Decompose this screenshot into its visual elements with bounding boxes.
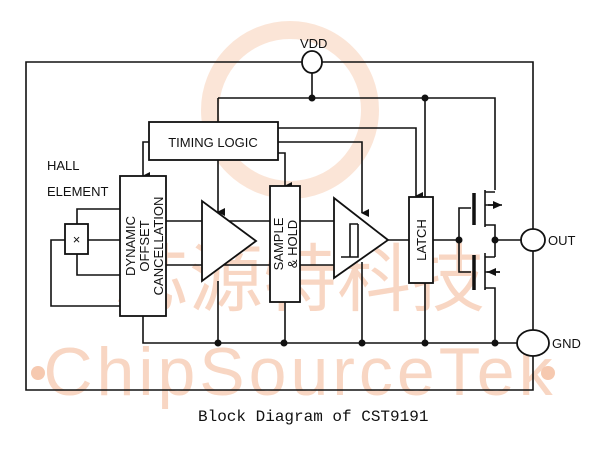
doc-label-1: DYNAMIC	[123, 216, 138, 276]
latch-block	[408, 196, 434, 284]
out-pin[interactable]	[520, 228, 546, 252]
hall-symbol: ×	[73, 232, 81, 247]
diagram-caption: Block Diagram of CST9191	[198, 408, 428, 426]
timing-to-latch	[278, 127, 423, 200]
timing-to-sh	[278, 152, 292, 190]
vdd-bus	[217, 73, 496, 197]
out-label: OUT	[548, 233, 576, 248]
sh-label-2: & HOLD	[285, 220, 300, 268]
amplifier	[201, 199, 258, 283]
gnd-pin[interactable]	[516, 329, 550, 357]
gnd-label: GND	[552, 336, 581, 351]
latch-label: LATCH	[414, 219, 429, 261]
timing-to-doc	[142, 141, 150, 180]
output-stage	[455, 190, 521, 343]
timing-logic-label: TIMING LOGIC	[168, 135, 258, 150]
vdd-pin[interactable]	[301, 50, 323, 74]
timing-to-comparator	[278, 141, 369, 217]
hall-wires	[50, 208, 120, 307]
timing-logic-block	[148, 121, 279, 161]
gnd-bus	[142, 262, 517, 344]
hysteresis-icon	[341, 223, 359, 258]
package-outline	[25, 61, 534, 391]
comparator	[333, 196, 390, 280]
sh-label-1: SAMPLE	[271, 217, 286, 270]
dynamic-offset-cancellation-block	[119, 175, 167, 317]
hall-element	[64, 223, 89, 255]
vdd-label: VDD	[300, 36, 327, 51]
hall-label-2: ELEMENT	[47, 184, 108, 199]
sample-hold-block	[269, 185, 301, 303]
watermark-en: ChipSourceTek	[43, 334, 556, 410]
doc-label-2: OFFSET	[137, 220, 152, 271]
hall-label-1: HALL	[47, 158, 80, 173]
doc-label-3: CANCELLATION	[151, 197, 166, 296]
